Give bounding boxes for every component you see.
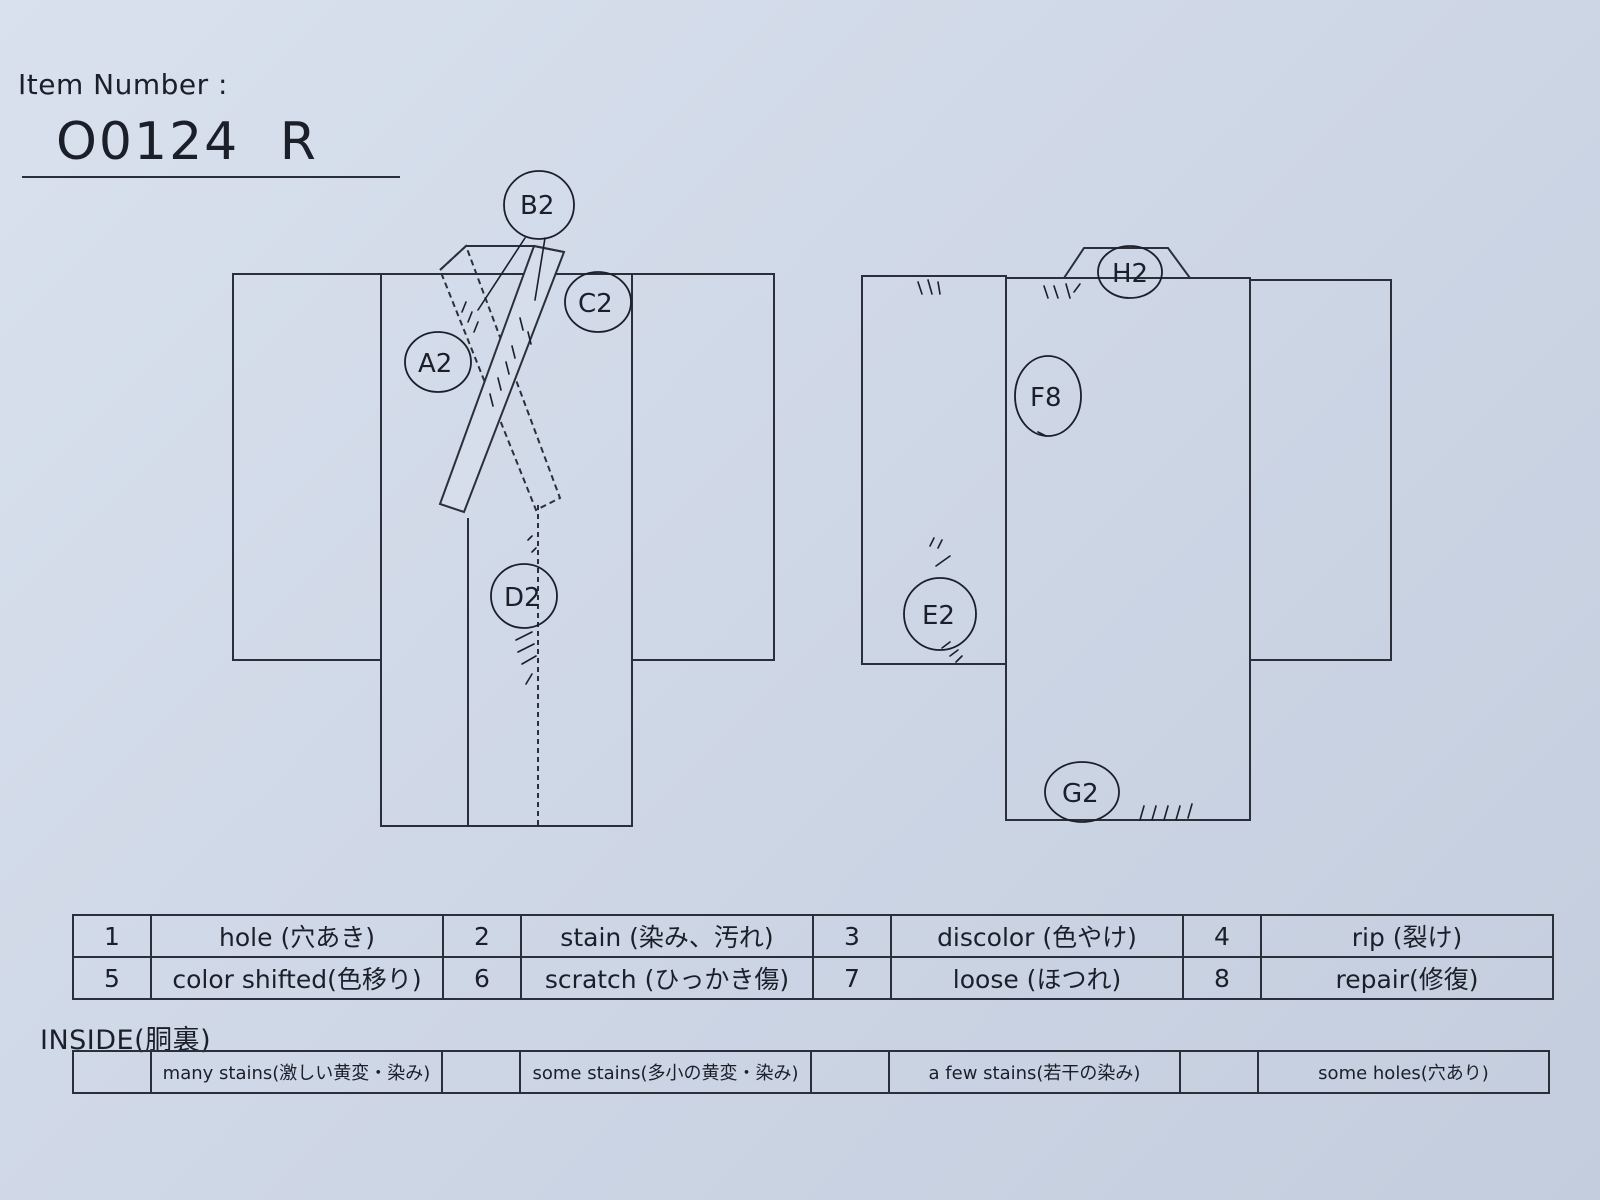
legend-description: stain (染み、汚れ) <box>520 914 814 958</box>
mark-g2-label: G2 <box>1062 779 1099 809</box>
inside-checkbox-many-stains[interactable] <box>72 1050 152 1094</box>
mark-c2-label: C2 <box>578 289 613 319</box>
front-overlap-collar <box>438 244 566 514</box>
kimono-diagram: B2 A2 C2 D2 E2 F8 G2 H2 <box>232 170 1392 827</box>
mark-f8-circle <box>1014 355 1082 437</box>
back-body <box>1005 277 1251 821</box>
mark-f8-tail <box>1037 431 1047 437</box>
mark-h2-hatch <box>1043 283 1081 299</box>
legend-description: repair(修復) <box>1260 956 1554 1000</box>
item-number-label: Item Number : <box>18 68 228 101</box>
inside-checkbox-some-stains[interactable] <box>441 1050 521 1094</box>
front-right-sleeve <box>631 273 775 661</box>
mark-e2-circle <box>903 577 977 651</box>
front-body <box>380 273 633 827</box>
legend-code: 8 <box>1182 956 1262 1000</box>
front-left-sleeve <box>232 273 382 661</box>
inside-option-label: some stains(多小の黄変・染み) <box>519 1050 812 1094</box>
mark-b2-label: B2 <box>520 191 554 221</box>
inside-option-label: many stains(激しい黄変・染み) <box>150 1050 443 1094</box>
legend-description: hole (穴あき) <box>150 914 444 958</box>
mark-c2-circle <box>564 271 632 333</box>
back-collar <box>1062 247 1192 279</box>
legend-code: 4 <box>1182 914 1262 958</box>
inside-option-label: some holes(穴あり) <box>1257 1050 1550 1094</box>
damage-legend-table: 1 hole (穴あき) 2 stain (染み、汚れ) 3 discolor … <box>72 914 1554 1000</box>
mark-a2-hatch <box>461 301 479 333</box>
inside-checkbox-few-stains[interactable] <box>810 1050 890 1094</box>
inside-row: many stains(激しい黄変・染み) some stains(多小の黄変・… <box>72 1050 1550 1094</box>
legend-code: 5 <box>72 956 152 1000</box>
kimono-back-outline <box>861 247 1392 821</box>
mark-e2-label: E2 <box>922 601 955 631</box>
handwritten-strokes <box>461 237 1193 821</box>
legend-description: discolor (色やけ) <box>890 914 1184 958</box>
item-number-underline <box>22 176 400 178</box>
legend-row: 5 color shifted(色移り) 6 scratch (ひっかき傷) 7… <box>72 956 1554 1000</box>
legend-description: color shifted(色移り) <box>150 956 444 1000</box>
mark-h2-circle <box>1097 245 1163 299</box>
mark-a2-label: A2 <box>418 349 452 379</box>
mark-d2-label: D2 <box>504 583 541 613</box>
mark-g2-circle <box>1044 761 1120 823</box>
mark-b2-circle <box>503 170 575 240</box>
legend-row: 1 hole (穴あき) 2 stain (染み、汚れ) 3 discolor … <box>72 914 1554 958</box>
mark-b2-leader-right <box>534 237 546 301</box>
mark-h2-label: H2 <box>1112 259 1148 289</box>
mark-d2-circle <box>490 563 558 629</box>
item-number-value: O0124 R <box>56 112 318 172</box>
legend-code: 7 <box>812 956 892 1000</box>
inside-option-label: a few stains(若干の染み) <box>888 1050 1181 1094</box>
legend-code: 1 <box>72 914 152 958</box>
inside-lining-table: many stains(激しい黄変・染み) some stains(多小の黄変・… <box>72 1050 1550 1094</box>
legend-code: 2 <box>442 914 522 958</box>
collar-hatch <box>489 317 532 407</box>
front-neckline <box>439 245 565 271</box>
legend-description: scratch (ひっかき傷) <box>520 956 814 1000</box>
mark-a2-circle <box>404 331 472 393</box>
handwritten-circles <box>404 170 1163 823</box>
legend-code: 6 <box>442 956 522 1000</box>
inside-checkbox-some-holes[interactable] <box>1179 1050 1259 1094</box>
back-right-sleeve <box>1249 279 1392 661</box>
kimono-front-outline <box>232 244 775 827</box>
mark-e2-hatch-top <box>929 537 951 567</box>
mark-e2-hatch-bottom <box>941 641 963 663</box>
mark-d2-hatch-bottom <box>515 631 537 685</box>
legend-description: rip (裂け) <box>1260 914 1554 958</box>
back-sleeve-hatch <box>917 279 941 295</box>
legend-description: loose (ほつれ) <box>890 956 1184 1000</box>
mark-b2-leader-left <box>477 237 526 311</box>
mark-g2-hatch <box>1139 803 1193 821</box>
mark-f8-label: F8 <box>1030 383 1062 413</box>
legend-code: 3 <box>812 914 892 958</box>
mark-d2-hatch-top <box>527 535 537 553</box>
